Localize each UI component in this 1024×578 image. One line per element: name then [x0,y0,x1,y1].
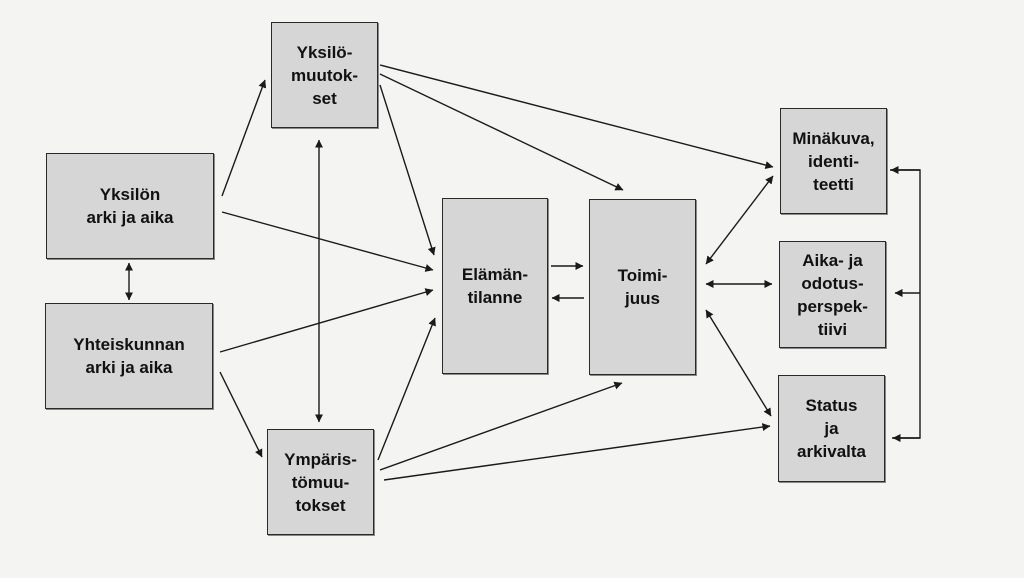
arrow-yksilon-arki-to-elamantilanne [221,211,434,272]
node-ymparistomuutokset: Ympäris- tömuu- tokset [267,429,374,535]
arrow-ymparistomuutokset-to-elamantilanne [377,317,436,461]
node-label: Toimi- juus [617,266,668,308]
node-label: Yksilö- muutok- set [290,42,359,108]
node-label: Yhteiskunnan arki ja aika [73,335,185,377]
node-yhteiskunnan-arki: Yhteiskunnan arki ja aika [45,303,213,409]
node-yksilon-arki: Yksilön arki ja aika [46,153,214,259]
node-label: Aika- ja odotus- perspek- tiivi [797,250,868,339]
node-aika-odotus: Aika- ja odotus- perspek- tiivi [779,241,886,348]
node-label: Ympäris- tömuu- tokset [284,449,357,515]
arrow-ymparistomuutokset-to-status [383,423,771,481]
arrow-ymparistomuutokset-to-toimijuus [379,381,623,471]
arrow-yksilomuutokset-to-minakuva [379,64,774,169]
node-toimijuus: Toimi- juus [589,199,696,375]
node-label: Status ja arkivalta [797,396,866,461]
arrow-yksilomuutokset-to-toimijuus [379,73,624,191]
node-elamantilanne: Elämän- tilanne [442,198,548,374]
node-yksilomuutokset: Yksilö- muutok- set [271,22,378,128]
arrow-yksilomuutokset-to-elamantilanne [379,84,436,256]
node-label: Yksilön arki ja aika [86,185,174,227]
arrow-yksilon-arki-to-yksilomuutokset [221,79,267,197]
arrow-toimijuus-status [705,309,772,417]
node-label: Elämän- tilanne [461,265,529,307]
node-label: Minäkuva, identi- teetti [792,128,875,194]
node-minakuva: Minäkuva, identi- teetti [780,108,887,214]
node-status: Status ja arkivalta [778,375,885,482]
arrow-toimijuus-minakuva [705,175,774,265]
arrow-yhteiskunnan-arki-to-elamantilanne [219,288,434,353]
arrow-yhteiskunnan-arki-to-ymparistomuutokset [219,371,263,458]
right-bracket-line [890,169,921,439]
